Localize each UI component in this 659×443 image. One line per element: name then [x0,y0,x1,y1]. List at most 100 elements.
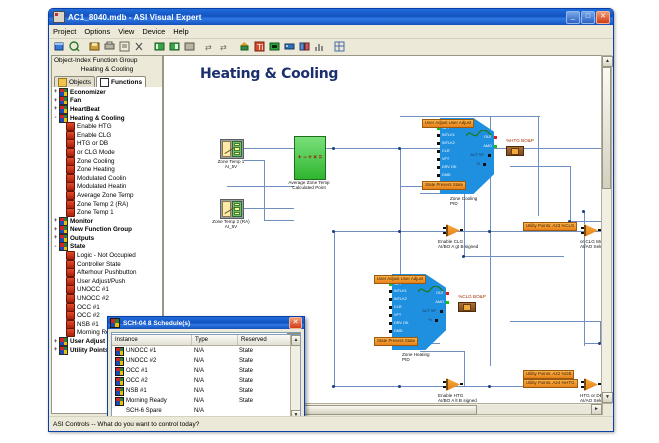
minimize-button[interactable]: _ [566,10,580,24]
tree-item-modulated-heatin[interactable]: Modulated Heatin [52,182,162,192]
tree-item-zone-cooling[interactable]: Zone Cooling [52,156,162,166]
amp-block-clg[interactable] [458,302,476,312]
tree-item-enable-clg[interactable]: Enable CLG [52,130,162,140]
vertical-scrollbar[interactable]: ▲ ▼ [601,55,613,404]
settings-icon[interactable] [332,40,346,54]
menu-item-project[interactable]: Project [53,27,77,36]
scroll-up-button[interactable]: ▲ [602,56,613,67]
list-scrollbar[interactable]: ▲ ▼ [290,335,300,421]
tree-expander[interactable]: + [53,89,58,96]
tab-functions[interactable]: Functions [96,76,147,88]
tree-item-unocc-1[interactable]: UNOCC #1 [52,285,162,295]
tree-item-occ-1[interactable]: OCC #1 [52,302,162,312]
home-icon[interactable] [237,40,251,54]
tree-item-modulated-coolin[interactable]: Modulated Coolin [52,173,162,183]
tree-item-user-adjust-push[interactable]: User Adjust/Push [52,276,162,286]
column-header-instance[interactable]: Instance [112,335,192,345]
tree-item-enable-htg[interactable]: Enable HTG [52,122,162,132]
block-enable-clg[interactable]: Enable CLG AI/BO A gt B signed [438,224,478,249]
tree-expander[interactable]: + [53,235,58,242]
tree-item-state[interactable]: -State [52,242,162,252]
network-icon[interactable] [282,40,296,54]
print-icon[interactable] [102,40,116,54]
new-icon[interactable] [52,40,66,54]
block-or-clg-mode[interactable]: or CLG Mode AI/AO Select B [580,224,602,249]
tree-item-user-adjust[interactable]: +User Adjust [52,337,162,347]
menu-item-device[interactable]: Device [142,27,166,36]
tree-item-average-zone-temp[interactable]: Average Zone Temp [52,190,162,200]
block-average-zone-temp[interactable]: + − + × = Average Zone Temp Calculated P… [288,136,330,190]
list-scroll-up[interactable]: ▲ [291,335,300,346]
block-enable-htg[interactable]: Enable HTG AI/BO A lt B signed [438,378,477,403]
amp-block-htg[interactable] [506,146,524,156]
save-icon[interactable] [87,40,101,54]
tree-expander[interactable]: - [54,243,57,250]
tree-item-outputs[interactable]: +Outputs [52,233,162,243]
schedule-dialog[interactable]: SCH-04 8 Schedule(s) ✕ SCH - Schedule ▼ … [107,316,305,426]
tag-util-a22-db[interactable]: Utility Points: A22 %DB [523,370,575,379]
redo-icon[interactable]: ⇄ [202,40,216,54]
tree-item-heating-cooling[interactable]: -Heating & Cooling [52,113,162,123]
function-tree[interactable]: +Economizer+Fan+HeartBeat-Heating & Cool… [52,87,162,413]
scroll-down-button[interactable]: ▼ [602,392,613,403]
tab-objects[interactable]: Objects [54,76,96,88]
tree-expander[interactable]: + [53,97,58,104]
tree-expander[interactable]: + [53,226,58,233]
scroll-thumb-vertical[interactable] [602,67,611,189]
info-icon[interactable]: Ti [252,40,266,54]
undo-icon[interactable] [182,40,196,54]
tree-item-fan[interactable]: +Fan [52,96,162,106]
tree-item-afterhour-pushbutton[interactable]: Afterhour Pushbutton [52,268,162,278]
block-htg-or-db[interactable]: HTG or DB AI/AO Select B [580,378,602,403]
tree-expander[interactable]: + [53,338,58,345]
tree-item-logic-not-occupied[interactable]: Logic - Not Occupied [52,251,162,261]
tag-state-present-state-bottom[interactable]: State Present State [374,337,419,346]
dialog-close-button[interactable]: ✕ [289,317,302,329]
tree-item-nsb-1[interactable]: NSB #1 [52,319,162,329]
tree-item-zone-temp-1[interactable]: Zone Temp 1 [52,208,162,218]
paste-icon[interactable] [167,40,181,54]
tree-item-new-function-group[interactable]: +New Function Group [52,225,162,235]
tree-item-utility-points[interactable]: +Utility Points [52,345,162,355]
maximize-button[interactable]: □ [581,10,595,24]
open-icon[interactable] [67,40,81,54]
tree-item-monitor[interactable]: +Monitor [52,216,162,226]
tag-user-adjust-bottom[interactable]: User Adjust User Adjust [374,275,427,284]
column-header-type[interactable]: Type [192,335,238,345]
tag-state-present-state-top[interactable]: State Present State [422,181,467,190]
menu-item-help[interactable]: Help [173,27,189,36]
scroll-right-button[interactable]: ► [591,403,602,415]
tree-item-zone-temp-2-ra[interactable]: Zone Temp 2 (RA) [52,199,162,209]
refresh-icon[interactable]: ⇄ [217,40,231,54]
tools-icon[interactable] [297,40,311,54]
block-zone-temp-1[interactable]: Zone Temp 1 AI_5V [218,139,244,169]
cut-icon[interactable] [132,40,146,54]
tree-expander[interactable]: + [53,347,58,354]
tree-item-economizer[interactable]: +Economizer [52,87,162,97]
block-zone-temp-2[interactable]: Zone Temp 2 (RA) AI_5V [212,199,250,229]
resize-grip[interactable] [597,418,613,430]
preview-icon[interactable] [117,40,131,54]
device-icon[interactable] [267,40,281,54]
tree-item-occ-2[interactable]: OCC #2 [52,311,162,321]
tag-util-a23-clg[interactable]: Utility Points: A23 %CLG [523,222,578,231]
tree-item-controller-state[interactable]: Controller State [52,259,162,269]
tree-item-heartbeat[interactable]: +HeartBeat [52,104,162,114]
tree-expander[interactable]: + [53,106,58,113]
tree-expander[interactable]: + [53,218,58,225]
menu-item-view[interactable]: View [118,27,135,36]
tree-item-morning-ready[interactable]: Morning Ready [52,328,162,338]
tree-item-htg-or-db[interactable]: HTG or DB [52,139,162,149]
tree-item-or-clg-mode[interactable]: or CLG Mode [52,147,162,157]
tag-util-a24-htg[interactable]: Utility Points: A24 %HTG [523,379,578,388]
tree-item-zone-heating[interactable]: Zone Heating [52,165,162,175]
chart-icon[interactable] [312,40,326,54]
